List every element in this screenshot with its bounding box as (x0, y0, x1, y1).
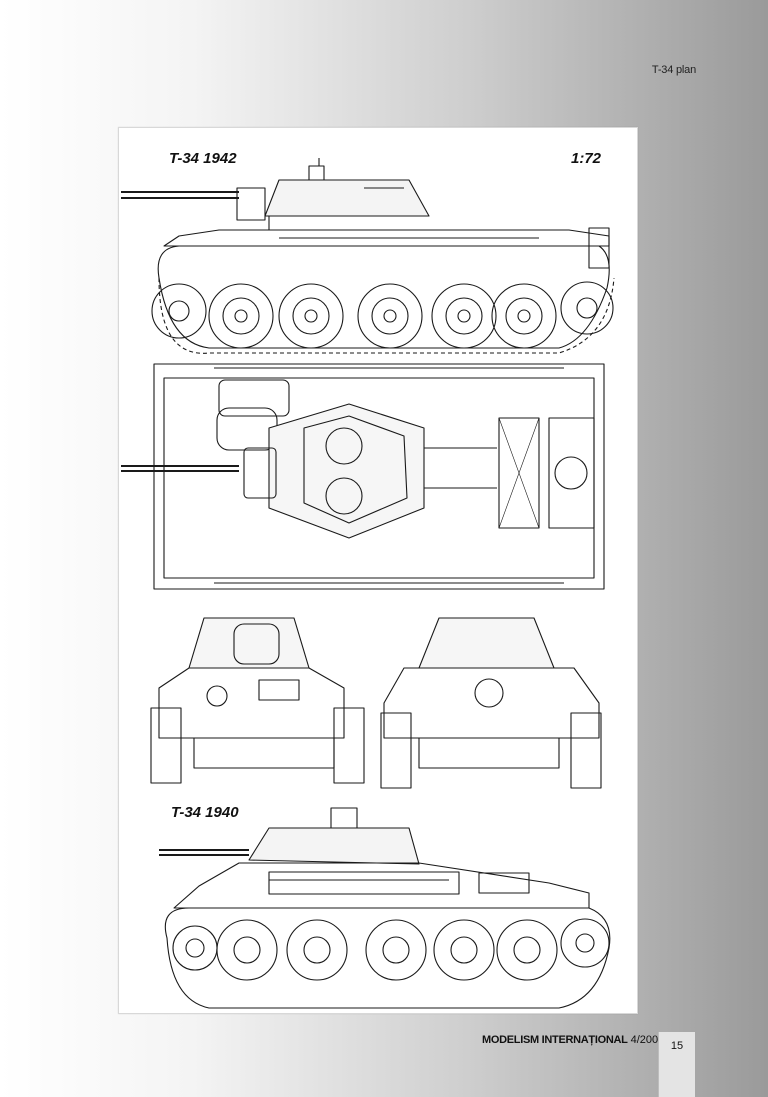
footer-credit: MODELISM INTERNAȚIONAL 4/2009 (482, 1034, 664, 1046)
title-1940: T-34 1940 (171, 804, 239, 821)
page-number-box: 15 (658, 1032, 695, 1097)
t34-rear-view (380, 617, 602, 789)
magazine-name: MODELISM INTERNAȚIONAL (482, 1034, 628, 1046)
issue-label: 4/2009 (630, 1034, 665, 1046)
t34-1940-side-view (159, 807, 611, 1009)
running-header: T-34 plan (651, 64, 696, 76)
scale-label: 1:72 (571, 150, 602, 167)
t34-1942-top-view (121, 363, 605, 590)
page-number: 15 (670, 1040, 684, 1052)
drawing-plate: T-34 1942 1:72 T-34 1940 (118, 127, 638, 1014)
t34-1942-side-view (121, 158, 615, 354)
title-1942: T-34 1942 (169, 150, 237, 167)
t34-front-view (150, 617, 365, 784)
tank-drawings (121, 158, 615, 1009)
